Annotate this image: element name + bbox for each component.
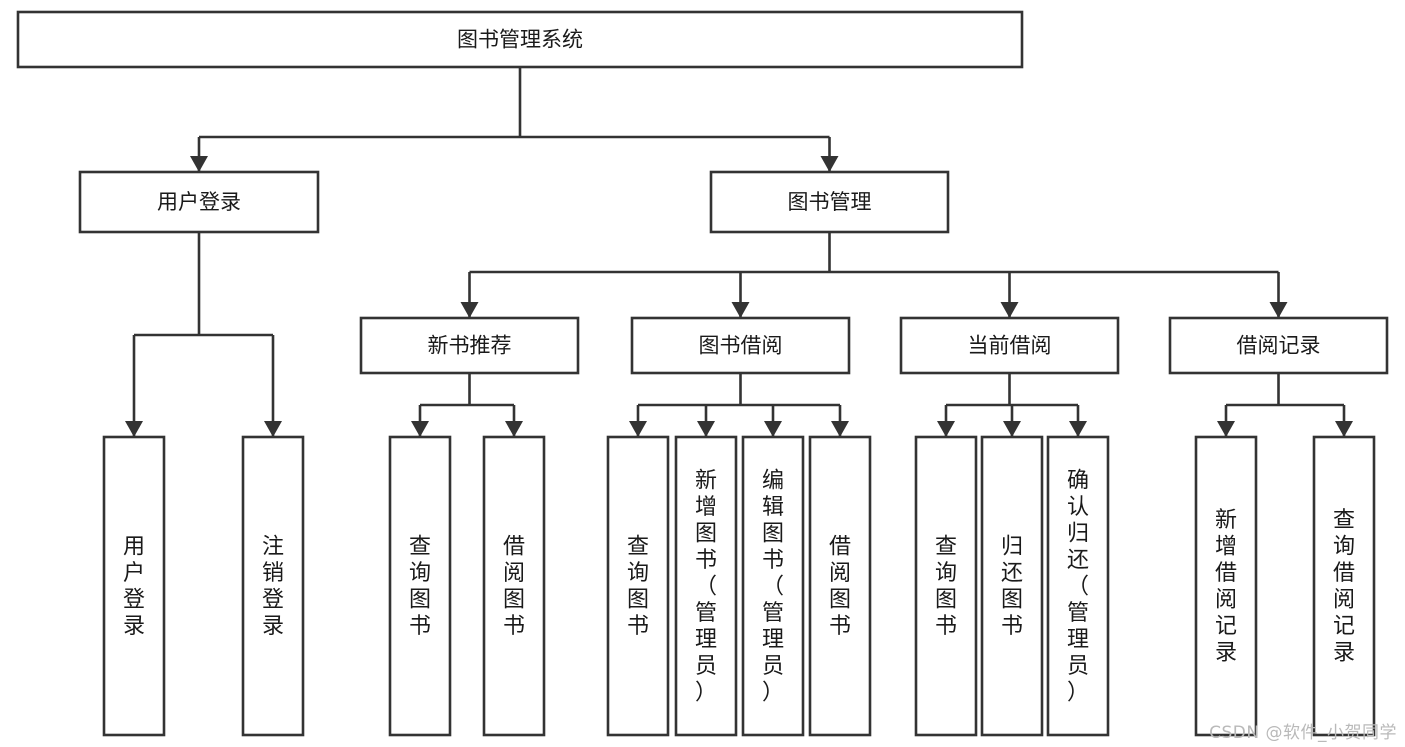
edge-group-root	[190, 67, 839, 172]
node-box	[899, 316, 1120, 375]
node-leaf-borrow-book-1[interactable]: 借阅图书	[482, 435, 546, 737]
edge-group-new-book-rec	[411, 373, 523, 437]
node-user-login[interactable]: 用户登录	[78, 170, 320, 234]
node-leaf-confirm-return[interactable]: 确认归还（管理员）	[1046, 435, 1110, 737]
node-leaf-edit-book[interactable]: 编辑图书（管理员）	[741, 435, 805, 737]
node-label: 新增图书（管理员）	[695, 468, 717, 705]
node-leaf-add-book[interactable]: 新增图书（管理员）	[674, 435, 738, 737]
node-label: 图书借阅	[699, 334, 783, 358]
node-box	[359, 316, 580, 375]
node-label: 用户登录	[157, 190, 241, 214]
edge-group-user-login	[125, 232, 282, 437]
node-box	[482, 435, 546, 737]
node-label: 借阅图书	[503, 535, 525, 640]
edge-group-book-borrow	[629, 373, 849, 437]
node-label: 用户登录	[123, 535, 145, 640]
node-label: 编辑图书（管理员）	[762, 468, 784, 705]
node-leaf-query-book-3[interactable]: 查询图书	[914, 435, 978, 737]
edges-layer	[125, 67, 1353, 437]
nodes-layer: 图书管理系统用户登录图书管理新书推荐图书借阅当前借阅借阅记录用户登录注销登录查询…	[16, 10, 1389, 737]
node-box	[914, 435, 978, 737]
node-label: 新增借阅记录	[1215, 508, 1237, 666]
node-leaf-return-book[interactable]: 归还图书	[980, 435, 1044, 737]
node-leaf-logout[interactable]: 注销登录	[241, 435, 305, 737]
node-box	[1046, 435, 1110, 737]
node-label: 新书推荐	[428, 334, 512, 358]
node-box	[78, 170, 320, 234]
node-box	[606, 435, 670, 737]
node-label: 确认归还（管理员）	[1067, 468, 1089, 705]
node-box	[741, 435, 805, 737]
node-box	[1312, 435, 1376, 737]
node-new-book-rec[interactable]: 新书推荐	[359, 316, 580, 375]
node-label: 注销登录	[262, 535, 284, 640]
node-label: 查询图书	[627, 535, 649, 640]
node-label: 借阅记录	[1237, 334, 1321, 358]
edge-group-borrow-record	[1217, 373, 1353, 437]
node-book-manage[interactable]: 图书管理	[709, 170, 950, 234]
node-leaf-add-record[interactable]: 新增借阅记录	[1194, 435, 1258, 737]
node-box	[241, 435, 305, 737]
node-leaf-query-book-2[interactable]: 查询图书	[606, 435, 670, 737]
watermark-text: CSDN @软件_小贺同学	[1209, 723, 1397, 743]
node-label: 查询借阅记录	[1333, 508, 1355, 666]
node-box	[630, 316, 851, 375]
node-box	[709, 170, 950, 234]
node-box	[1194, 435, 1258, 737]
node-box	[388, 435, 452, 737]
node-label: 查询图书	[409, 535, 431, 640]
edge-group-current-borrow	[937, 373, 1087, 437]
node-root[interactable]: 图书管理系统	[16, 10, 1024, 69]
node-borrow-record[interactable]: 借阅记录	[1168, 316, 1389, 375]
node-book-borrow[interactable]: 图书借阅	[630, 316, 851, 375]
node-leaf-query-book-1[interactable]: 查询图书	[388, 435, 452, 737]
node-box	[808, 435, 872, 737]
node-box	[102, 435, 166, 737]
node-leaf-borrow-book-2[interactable]: 借阅图书	[808, 435, 872, 737]
node-box	[980, 435, 1044, 737]
node-label: 当前借阅	[968, 334, 1052, 358]
node-label: 借阅图书	[829, 535, 851, 640]
node-label: 查询图书	[935, 535, 957, 640]
node-box	[1168, 316, 1389, 375]
node-leaf-query-record[interactable]: 查询借阅记录	[1312, 435, 1376, 737]
node-label: 图书管理	[788, 190, 872, 214]
node-box	[16, 10, 1024, 69]
node-box	[674, 435, 738, 737]
node-current-borrow[interactable]: 当前借阅	[899, 316, 1120, 375]
node-leaf-user-login[interactable]: 用户登录	[102, 435, 166, 737]
node-label: 图书管理系统	[457, 28, 583, 52]
edge-group-book-manage	[460, 232, 1288, 318]
node-label: 归还图书	[1001, 535, 1023, 640]
